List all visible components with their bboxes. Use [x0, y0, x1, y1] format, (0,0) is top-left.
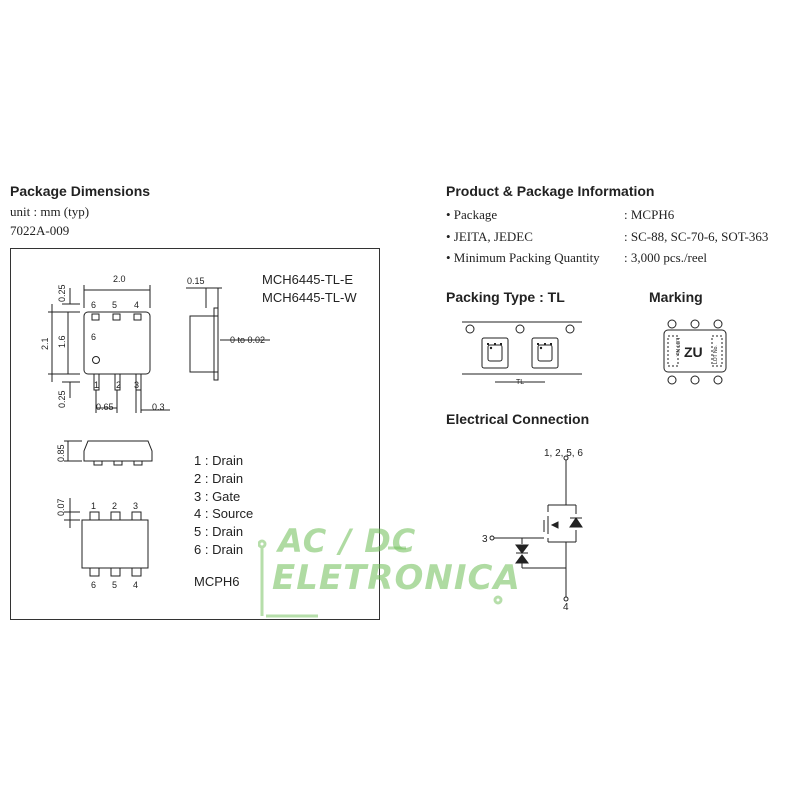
dim-body: 1.6 [57, 335, 67, 348]
dim-width: 2.0 [113, 274, 126, 284]
product-info-title: Product & Package Information [446, 183, 655, 199]
pin1-marker [92, 356, 100, 364]
dim-lead-top: 0.25 [57, 284, 67, 302]
front-view-body [83, 440, 153, 462]
pin-source-label: 4 [563, 602, 569, 612]
pin-label: 6 [91, 300, 96, 310]
pin-list: 1 : Drain 2 : Drain 3 : Gate 4 : Source … [194, 452, 253, 559]
pin-list-item: 5 : Drain [194, 524, 244, 540]
marking-diagram: ZU LOT No. LOT No. [663, 319, 727, 385]
packing-type-title: Packing Type : TL [446, 289, 565, 305]
drawing-code: 7022A-009 [10, 223, 70, 238]
watermark-logo: AC / DC ELETRONICA [258, 508, 520, 620]
dim-thickness: 0.85 [56, 444, 66, 462]
pin-label: 1 [94, 380, 99, 390]
pin-list-item: 6 : Drain [194, 541, 244, 557]
pin-label: 2 [112, 501, 117, 511]
pin-gate-label: 3 [482, 534, 488, 545]
bottom-view-body [81, 519, 149, 569]
pin-label: 5 [112, 300, 117, 310]
part-number-w: MCH6445-TL-W [262, 290, 357, 305]
electrical-schematic: 1, 2, 5, 6 3 4 [482, 448, 583, 612]
pin-label: 4 [133, 580, 138, 590]
pin-label: 6 [91, 332, 96, 342]
unit-note: unit : mm (typ) [10, 204, 90, 219]
watermark-line1: AC / DC [278, 522, 417, 560]
pin-label: 4 [134, 300, 139, 310]
top-view-body [83, 311, 151, 375]
info-row: • JEITA, JEDEC: SC-88, SC-70-6, SOT-363 [446, 228, 769, 244]
pin-list-item: 4 : Source [194, 506, 254, 522]
dim-thick-top: 0.15 [187, 276, 205, 286]
packing-tape-diagram: TL [462, 321, 582, 386]
marking-lot-right: LOT No. [713, 345, 719, 364]
marking-title: Marking [649, 289, 703, 305]
pin-label: 2 [116, 380, 121, 390]
pin-list-item: 2 : Drain [194, 470, 244, 486]
part-number-e: MCH6445-TL-E [262, 272, 354, 287]
watermark-circuit-icon [258, 539, 503, 618]
pin-label: 6 [91, 580, 96, 590]
marking-lot-left: LOT No. [674, 338, 680, 357]
dimension-frame [10, 248, 380, 620]
dim-pitch: 0.65 [96, 402, 114, 412]
pin-drain-label: 1, 2, 5, 6 [544, 448, 583, 459]
pin-label: 1 [91, 501, 96, 511]
product-info-list: • Package: MCPH6 • JEITA, JEDEC: SC-88, … [446, 204, 768, 269]
package-drawings: 2.0 0.25 2.1 1.6 0.25 0.65 0.3 0.15 0 to… [40, 274, 270, 590]
package-dimensions-title: Package Dimensions [10, 183, 151, 199]
package-label: MCPH6 [194, 574, 240, 589]
dim-lead-bot: 0.25 [57, 390, 67, 408]
pin-list-item: 1 : Drain [194, 453, 244, 468]
packing-label: TL [516, 379, 524, 386]
dim-pad: 0.07 [56, 498, 66, 516]
marking-code: ZU [684, 344, 703, 360]
pin-label: 5 [112, 580, 117, 590]
pin-label: 3 [133, 501, 138, 511]
info-row: • Package: MCPH6 [446, 207, 675, 222]
pin-label: 3 [134, 380, 139, 390]
info-row: • Minimum Packing Quantity: 3,000 pcs./r… [446, 250, 708, 265]
dim-height: 2.1 [40, 337, 50, 350]
electrical-connection-title: Electrical Connection [446, 411, 590, 427]
dim-standoff: 0 to 0.02 [230, 335, 265, 345]
watermark-line2: ELETRONICA [272, 558, 521, 598]
pin-list-item: 3 : Gate [194, 488, 241, 504]
dim-lead-width: 0.3 [152, 402, 165, 412]
